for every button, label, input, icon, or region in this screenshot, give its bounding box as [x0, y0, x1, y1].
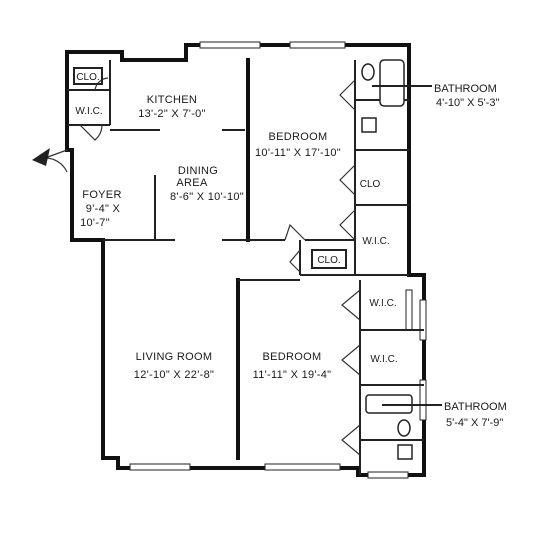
bathtub-top	[379, 59, 405, 107]
wic-bedroom2a: W.I.C.	[369, 298, 396, 309]
toilet-bottom	[397, 419, 411, 437]
windows	[129, 41, 427, 479]
wic-bedroom1: W.I.C.	[362, 236, 389, 247]
bathroom-top-dims: 4'-10" X 5'-3"	[436, 97, 499, 109]
kitchen-name: KITCHEN	[147, 94, 197, 106]
dining-name-1: DINING	[178, 165, 218, 177]
living-name: LIVING ROOM	[136, 351, 213, 363]
dining-dims: 8'-6" X 10'-10"	[170, 191, 244, 203]
bedroom1-name: BEDROOM	[269, 131, 328, 143]
entry-arrow-icon	[32, 148, 50, 166]
kitchen-dims: 13'-2" X 7'-0"	[138, 108, 206, 120]
outer-walls	[65, 43, 426, 477]
dining-name-2: AREA	[176, 177, 208, 189]
sink-top	[361, 117, 377, 133]
bathroom-callouts: BATHROOM 4'-10" X 5'-3" BATHROOM 5'-4" X…	[372, 83, 507, 429]
clo-center: CLO.	[317, 255, 340, 266]
foyer-name: FOYER	[82, 189, 121, 201]
wic-bedroom2b: W.I.C.	[370, 354, 397, 365]
foyer-dims-1: 9'-4" X	[86, 203, 121, 215]
sink-bottom	[397, 444, 413, 460]
bedroom1-dims: 10'-11" X 17'-10"	[255, 147, 341, 159]
wic-left: W.I.C.	[75, 106, 102, 117]
bedroom2-name: BEDROOM	[263, 351, 322, 363]
clo-bedroom1: CLO	[360, 179, 381, 190]
bedroom2-dims: 11'-11" X 19'-4"	[253, 369, 332, 381]
clo-top-left: CLO.	[76, 72, 99, 83]
room-labels: KITCHEN 13'-2" X 7'-0" DINING AREA 8'-6"…	[80, 94, 341, 381]
living-dims: 12'-10" X 22'-8"	[134, 369, 214, 381]
closet-labels: CLO. W.I.C. CLO W.I.C. CLO. W.I.C. W.I.C…	[73, 67, 398, 365]
bathroom-top-name: BATHROOM	[434, 83, 497, 95]
bathroom-bottom-dims: 5'-4" X 7'-9"	[446, 417, 503, 429]
bathroom-bottom-name: BATHROOM	[444, 401, 507, 413]
doors	[44, 77, 361, 456]
toilet-top	[361, 63, 375, 81]
foyer-dims-2: 10'-7"	[80, 217, 110, 229]
bathroom-fixtures	[361, 59, 413, 460]
